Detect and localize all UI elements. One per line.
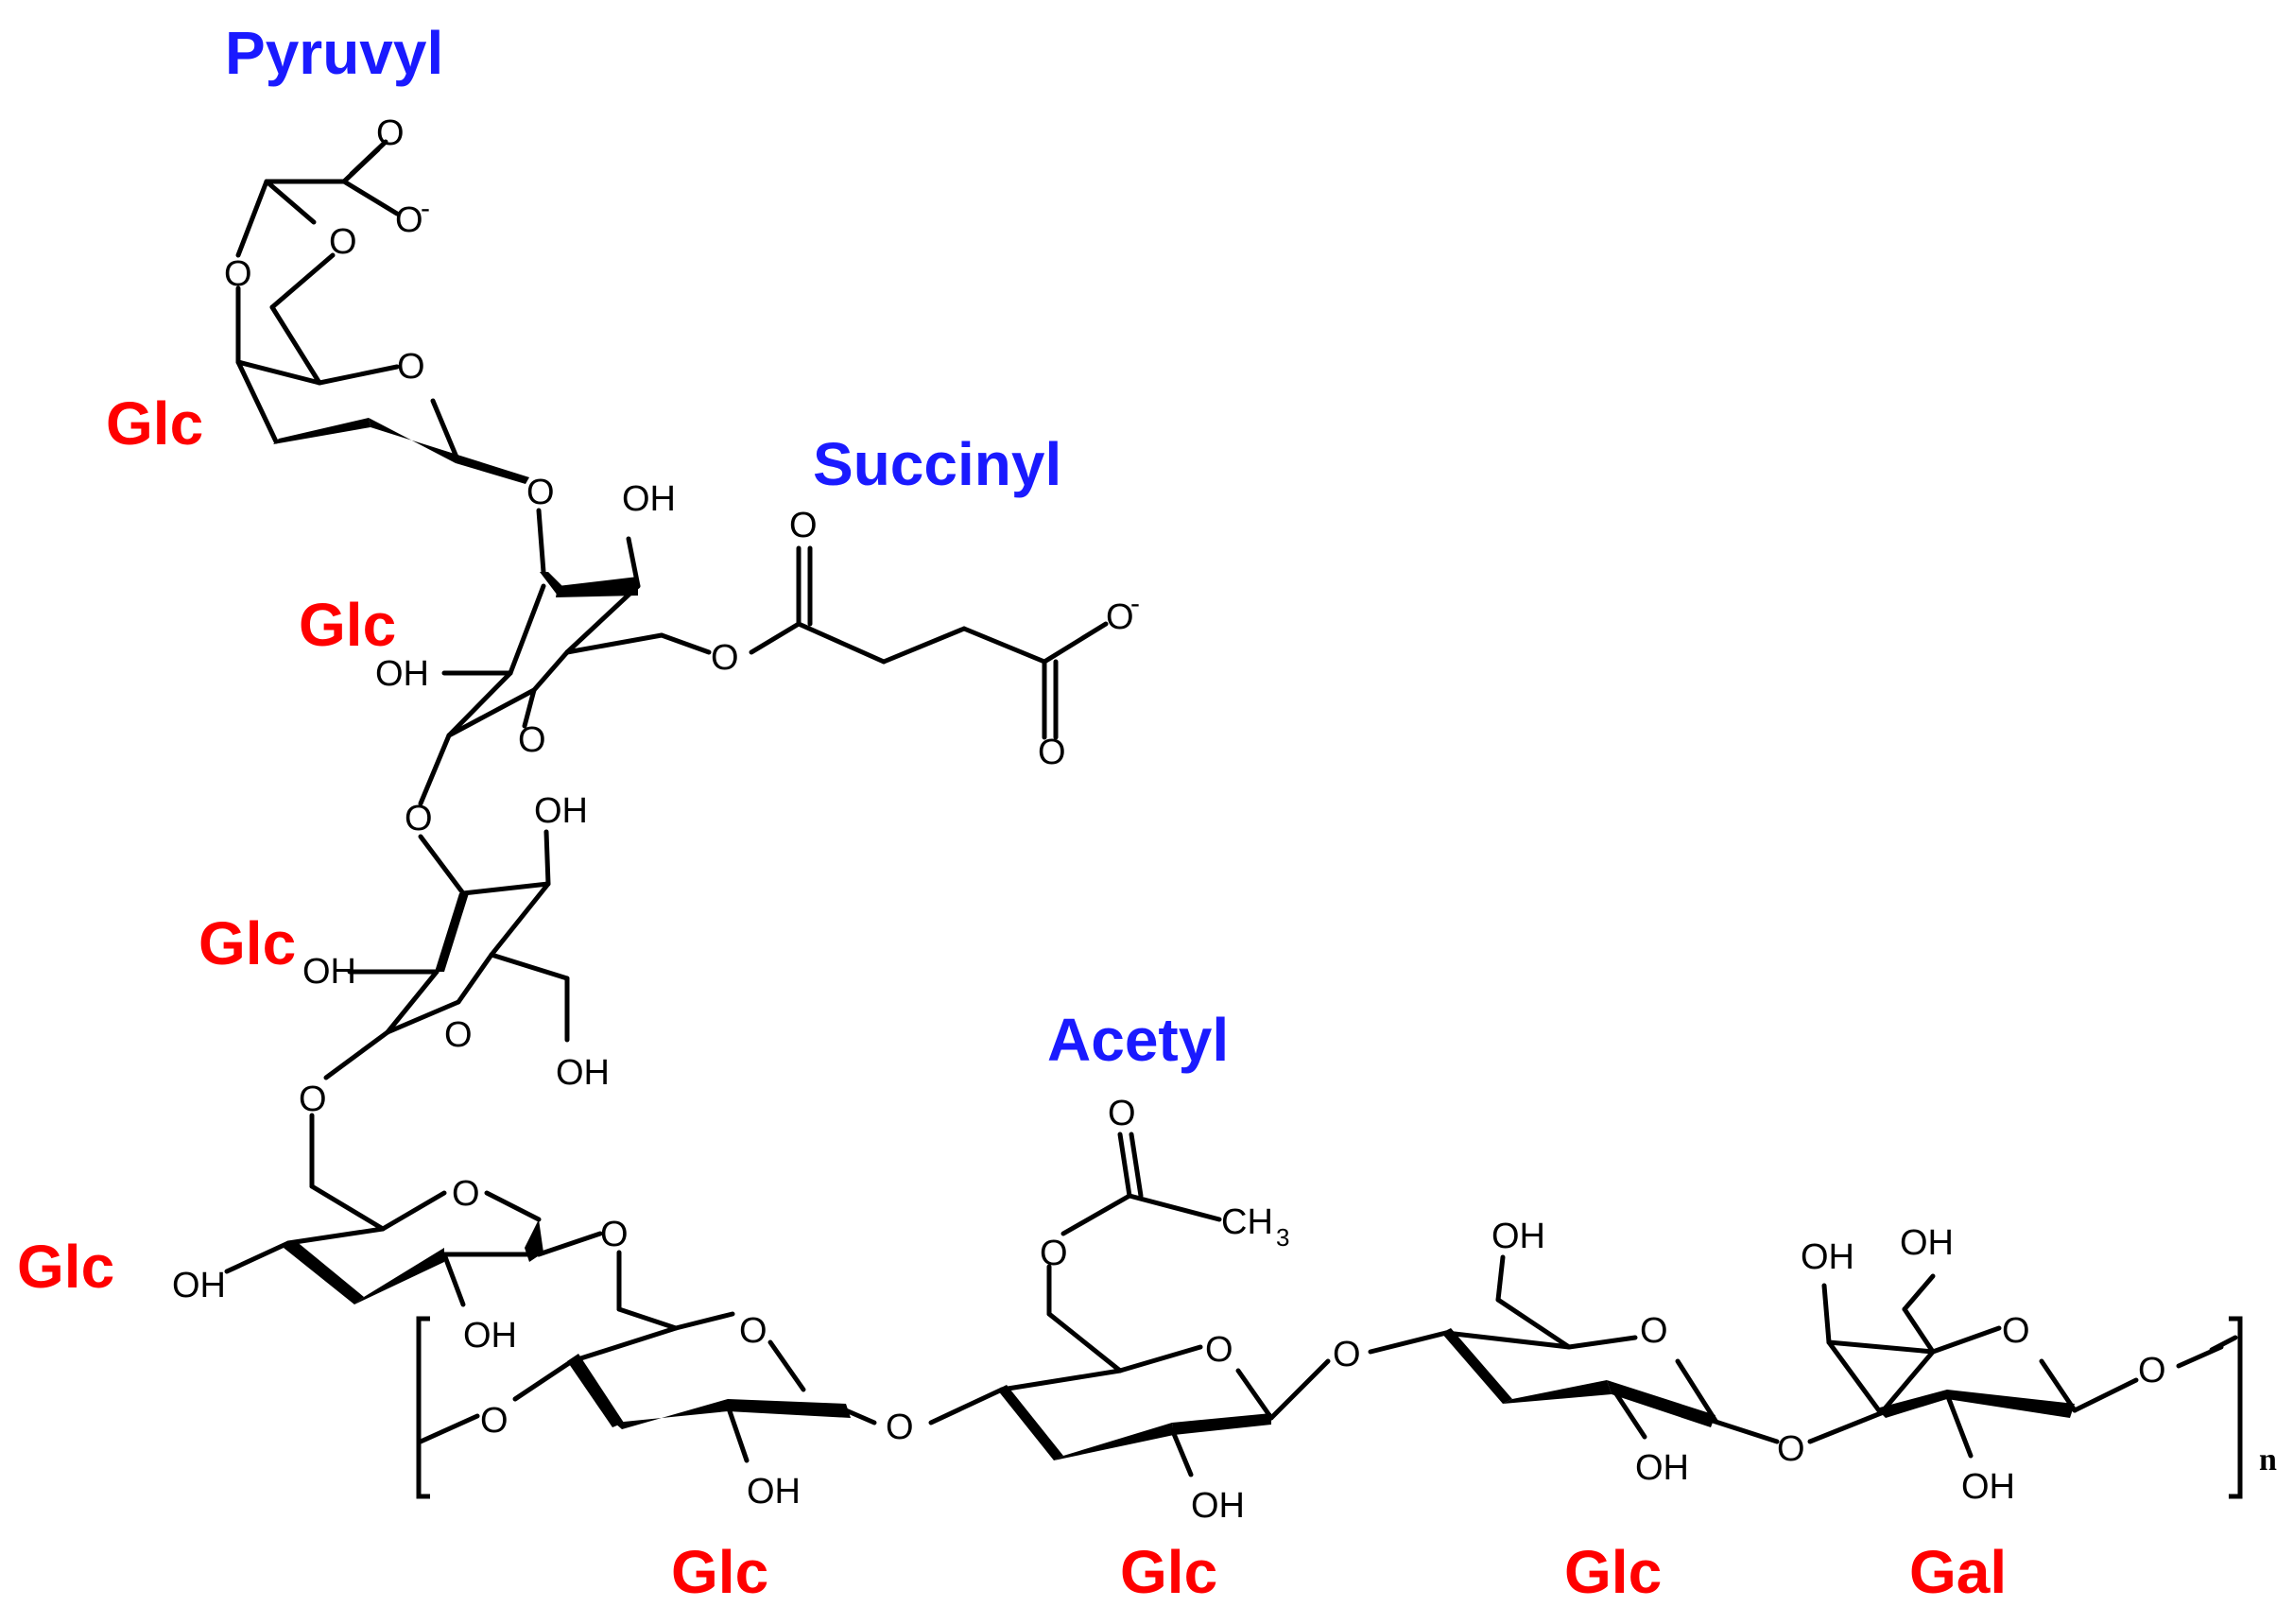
glycosidic-oxygen: O xyxy=(1777,1429,1805,1469)
glc-label-top: Glc xyxy=(106,389,203,458)
hydroxyl-group: OH xyxy=(1801,1237,1854,1277)
ketal-oxygen-left: O xyxy=(224,254,252,294)
ring-oxygen: O xyxy=(1640,1311,1668,1351)
glc-label-backbone-1: Glc xyxy=(671,1538,768,1606)
methyl-subscript: 3 xyxy=(1276,1223,1289,1252)
gal-label-backbone-4: Gal xyxy=(1909,1538,2007,1606)
hydroxyl-group: OH xyxy=(556,1053,610,1093)
right-bracket-bond xyxy=(2209,1335,2238,1353)
repeat-count-label: n xyxy=(2259,1443,2277,1477)
glycosidic-oxygen: O xyxy=(299,1080,327,1119)
glycosidic-oxygen: O xyxy=(600,1215,629,1254)
hydroxyl-group: OH xyxy=(622,479,676,519)
succinyl-glc-residue xyxy=(418,508,1109,806)
hydroxyl-group: OH xyxy=(1491,1217,1545,1256)
glycosidic-oxygen: O xyxy=(886,1408,914,1447)
hydroxyl-group: OH xyxy=(1961,1467,2015,1507)
right-repeat-bracket xyxy=(2229,1316,2243,1499)
ester-oxygen: O xyxy=(711,638,739,678)
third-glc-residue xyxy=(323,829,570,1080)
atom-labels: O O - O O O O OH OH O O O O O - O OH OH … xyxy=(172,113,2166,1526)
hydroxyl-group: OH xyxy=(172,1266,226,1305)
carboxylate-oxygen: O xyxy=(1106,597,1134,637)
hydroxyl-group: OH xyxy=(747,1472,801,1512)
ring-oxygen: O xyxy=(452,1174,480,1214)
hydroxyl-group: OH xyxy=(1900,1223,1954,1263)
hydroxyl-group: OH xyxy=(1191,1486,1245,1526)
glc-label-second: Glc xyxy=(299,591,396,659)
backbone-oxygen: O xyxy=(480,1401,509,1441)
ring-oxygen: O xyxy=(444,1015,473,1055)
ring-oxygen: O xyxy=(739,1311,767,1351)
negative-charge: - xyxy=(421,193,430,224)
ketal-oxygen-right: O xyxy=(329,222,357,262)
glc-label-branch: Glc xyxy=(17,1233,114,1301)
glc-label-backbone-3: Glc xyxy=(1564,1538,1662,1606)
acetyl-label: Acetyl xyxy=(1047,1006,1229,1074)
pyruvyl-label: Pyruvyl xyxy=(225,19,443,87)
carbonyl-oxygen: O xyxy=(1038,733,1066,772)
left-repeat-bracket xyxy=(416,1316,430,1499)
hydroxyl-group: OH xyxy=(463,1316,517,1356)
methyl-group: CH xyxy=(1221,1202,1273,1242)
ring-oxygen: O xyxy=(1205,1330,1233,1370)
glc-label-third: Glc xyxy=(198,909,296,977)
ring-oxygen: O xyxy=(518,720,546,760)
backbone-glc-3-residue xyxy=(1368,1254,1780,1444)
succinyl-label: Succinyl xyxy=(813,430,1061,498)
glycosidic-oxygen: O xyxy=(526,473,555,512)
backbone-glc-2-residue xyxy=(928,1132,1331,1477)
ring-oxygen: O xyxy=(2002,1311,2030,1351)
branch-point-glc-residue xyxy=(224,1113,603,1307)
pyruvyl-glc-residue xyxy=(235,139,529,484)
backbone-gal-4-residue xyxy=(1807,1273,2224,1459)
carbonyl-oxygen: O xyxy=(789,506,818,545)
glycosidic-oxygen: O xyxy=(2138,1351,2166,1391)
ester-oxygen: O xyxy=(1040,1234,1068,1273)
hydroxyl-group: OH xyxy=(1635,1448,1689,1488)
carbonyl-oxygen: O xyxy=(1108,1094,1136,1133)
hydroxyl-group: OH xyxy=(534,791,588,831)
carbonyl-oxygen: O xyxy=(376,113,405,153)
hydroxyl-group: OH xyxy=(375,654,429,694)
hydroxyl-group: OH xyxy=(302,952,356,992)
glycosidic-oxygen: O xyxy=(405,799,433,838)
carboxylate-oxygen: O xyxy=(395,200,423,240)
backbone-glc-1-residue xyxy=(512,1250,877,1463)
ring-oxygen: O xyxy=(397,347,425,387)
glycosidic-oxygen: O xyxy=(1333,1335,1361,1374)
left-bracket-bond xyxy=(418,1413,480,1444)
glc-label-backbone-2: Glc xyxy=(1120,1538,1217,1606)
negative-charge: - xyxy=(1130,588,1140,619)
